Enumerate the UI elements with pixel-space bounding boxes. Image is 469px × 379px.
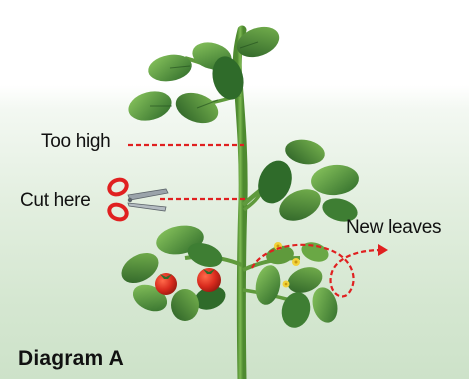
top-leaf-cluster [125,21,283,128]
tomato-fruit [197,268,221,292]
cut-here-label: Cut here [20,191,90,210]
too-high-label: Too high [41,132,110,151]
lower-right-cluster [253,239,342,331]
yellow-flower [292,258,300,266]
diagram-caption: Diagram A [18,348,124,369]
right-leaf-cluster [252,137,360,227]
new-leaves-label: New leaves [346,218,441,237]
yellow-flower [283,281,290,288]
tomato-fruit [155,273,177,295]
scissors-icon [107,177,168,222]
